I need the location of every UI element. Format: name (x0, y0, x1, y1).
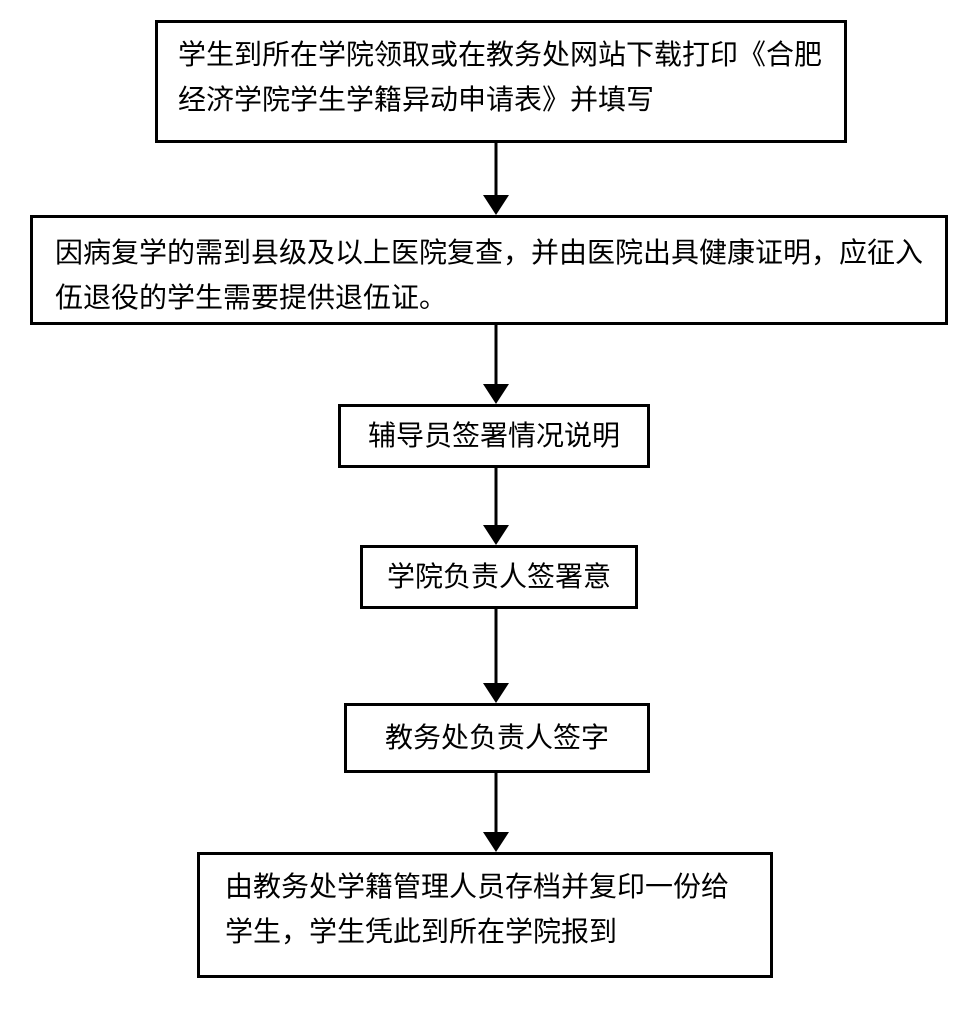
arrow-stem (494, 143, 498, 199)
arrow-head-icon (483, 525, 509, 545)
arrow-head-icon (483, 384, 509, 404)
arrow-head-icon (483, 832, 509, 852)
flow-arrow-5 (483, 773, 509, 852)
node-text-line: 因病复学的需到县级及以上医院复查，并由医院出具健康证明，应征入 (55, 238, 924, 269)
arrow-stem (494, 773, 498, 836)
node-text-line: 教务处负责人签字 (384, 722, 609, 754)
node-text-line: 伍退役的学生需要提供退伍证。 (55, 283, 448, 314)
flow-node-medical-recheck: 因病复学的需到县级及以上医院复查，并由医院出具健康证明，应征入 伍退役的学生需要… (30, 215, 948, 325)
flow-node-academic-office-sign: 教务处负责人签字 (344, 703, 650, 773)
flow-arrow-2 (483, 325, 509, 404)
flow-node-counselor-sign: 辅导员签署情况说明 (338, 404, 650, 468)
flow-node-archive-and-copy: 由教务处学籍管理人员存档并复印一份给 学生，学生凭此到所在学院报到 (197, 852, 773, 978)
node-text-line: 学生到所在学院领取或在教务处网站下载打印《合肥 (178, 40, 823, 71)
node-text-line: 学院负责人签署意 (386, 561, 611, 593)
node-text-line: 学生，学生凭此到所在学院报到 (225, 917, 618, 948)
arrow-head-icon (483, 195, 509, 215)
flow-node-download-form: 学生到所在学院领取或在教务处网站下载打印《合肥 经济学院学生学籍异动申请表》并填… (155, 20, 847, 143)
flow-arrow-1 (483, 143, 509, 215)
flow-arrow-4 (483, 609, 509, 703)
arrow-stem (494, 609, 498, 687)
arrow-head-icon (483, 683, 509, 703)
node-text-line: 辅导员签署情况说明 (367, 420, 620, 452)
flow-arrow-3 (483, 468, 509, 545)
node-text-line: 经济学院学生学籍异动申请表》并填写 (178, 85, 655, 116)
node-text-line: 由教务处学籍管理人员存档并复印一份给 (225, 872, 730, 903)
arrow-stem (494, 325, 498, 388)
flow-node-college-leader-sign: 学院负责人签署意 (360, 545, 638, 609)
arrow-stem (494, 468, 498, 529)
